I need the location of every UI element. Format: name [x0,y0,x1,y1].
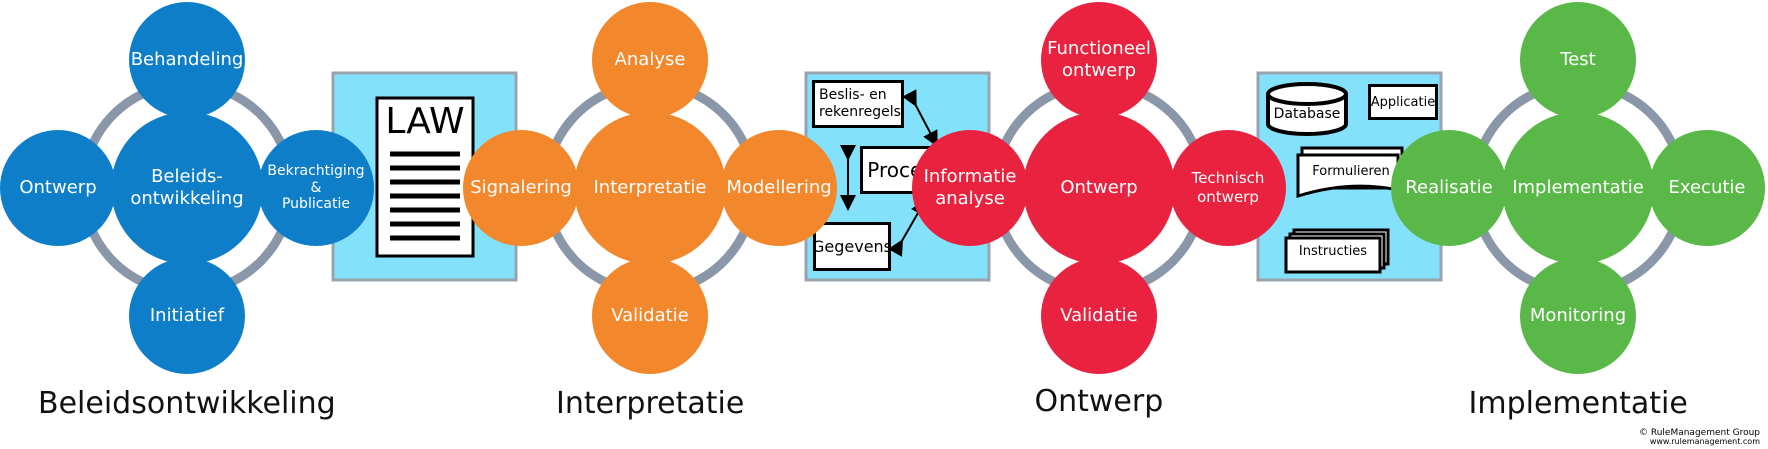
stage-4-bottom-circle: Monitoring [1520,258,1636,374]
database-cylinder [1266,82,1348,136]
stage-2-right-circle: Modellering [721,130,837,246]
copyright: © RuleManagement Group www.rulemanagemen… [1639,429,1760,446]
stage-1-bottom-circle: Initiatief [129,258,245,374]
stage-3-center-label: Ontwerp [1060,176,1138,198]
stage-2-center-circle: Interpretatie [574,112,726,264]
stage-3-bottom-label: Validatie [1060,304,1138,326]
stage-1-left-circle: Ontwerp [0,130,116,246]
stage-4-title: Implementatie [1468,386,1688,421]
stage-1-top-label: Behandeling [130,48,244,70]
stage-4-right-circle: Executie [1649,130,1765,246]
stage-4-center-label: Implementatie [1512,176,1644,198]
data-label: Gegevens [811,237,893,256]
stage-1-right-label: Bekrachtiging & Publicatie [267,162,365,213]
stage-1-center-label: Beleids- ontwikkeling [130,165,244,210]
stage-4-top-label: Test [1560,48,1596,70]
stage-2-title: Interpretatie [556,386,745,421]
rules-box: Beslis- en rekenregels [812,80,904,128]
stage-2-left-circle: Signalering [463,130,579,246]
law-heading: LAW [385,100,465,142]
stage-3-right-label: Technisch ontwerp [1191,168,1265,207]
database-label: Database [1273,106,1341,122]
forms-stack [1296,146,1404,199]
rules-label: Beslis- en rekenregels [819,86,901,121]
forms-label: Formulieren [1312,164,1390,179]
stage-3-center-circle: Ontwerp [1023,112,1175,264]
stage-4-right-label: Executie [1668,176,1746,198]
application-box: Applicatie [1368,84,1438,120]
stage-1-left-label: Ontwerp [19,176,97,198]
stage-2-bottom-label: Validatie [611,304,689,326]
stage-2-right-label: Modellering [726,176,832,198]
stage-4-bottom-label: Monitoring [1529,304,1627,326]
stage-3-title: Ontwerp [1034,384,1164,419]
stage-3-top-label: Functioneel ontwerp [1047,37,1151,82]
application-label: Applicatie [1370,94,1436,110]
stage-1-right-circle: Bekrachtiging & Publicatie [258,130,374,246]
stage-2-bottom-circle: Validatie [592,258,708,374]
instructions-stack [1284,228,1390,274]
stage-1-bottom-label: Initiatief [149,304,225,326]
stage-4-top-circle: Test [1520,2,1636,118]
instructions-label: Instructies [1298,244,1368,259]
stage-1-title: Beleidsontwikkeling [38,386,336,421]
stage-3-right-circle: Technisch ontwerp [1170,130,1286,246]
stage-1-top-circle: Behandeling [129,2,245,118]
law-document [375,96,475,258]
stage-4-left-circle: Realisatie [1391,130,1507,246]
stage-3-top-circle: Functioneel ontwerp [1041,2,1157,118]
stage-1-center-circle: Beleids- ontwikkeling [111,112,263,264]
stage-4-left-label: Realisatie [1405,176,1493,198]
copyright-line2: www.rulemanagement.com [1649,437,1760,446]
stage-4-center-circle: Implementatie [1502,112,1654,264]
stage-3-left-label: Informatie analyse [923,165,1017,210]
stage-2-center-label: Interpretatie [593,176,707,198]
stage-2-top-label: Analyse [614,48,686,70]
stage-2-top-circle: Analyse [592,2,708,118]
copyright-line1: © RuleManagement Group [1639,428,1760,438]
stage-2-left-label: Signalering [470,176,572,198]
law-text-lines [390,151,460,241]
data-box: Gegevens [811,222,893,271]
stage-3-left-circle: Informatie analyse [912,130,1028,246]
stage-3-bottom-circle: Validatie [1041,258,1157,374]
